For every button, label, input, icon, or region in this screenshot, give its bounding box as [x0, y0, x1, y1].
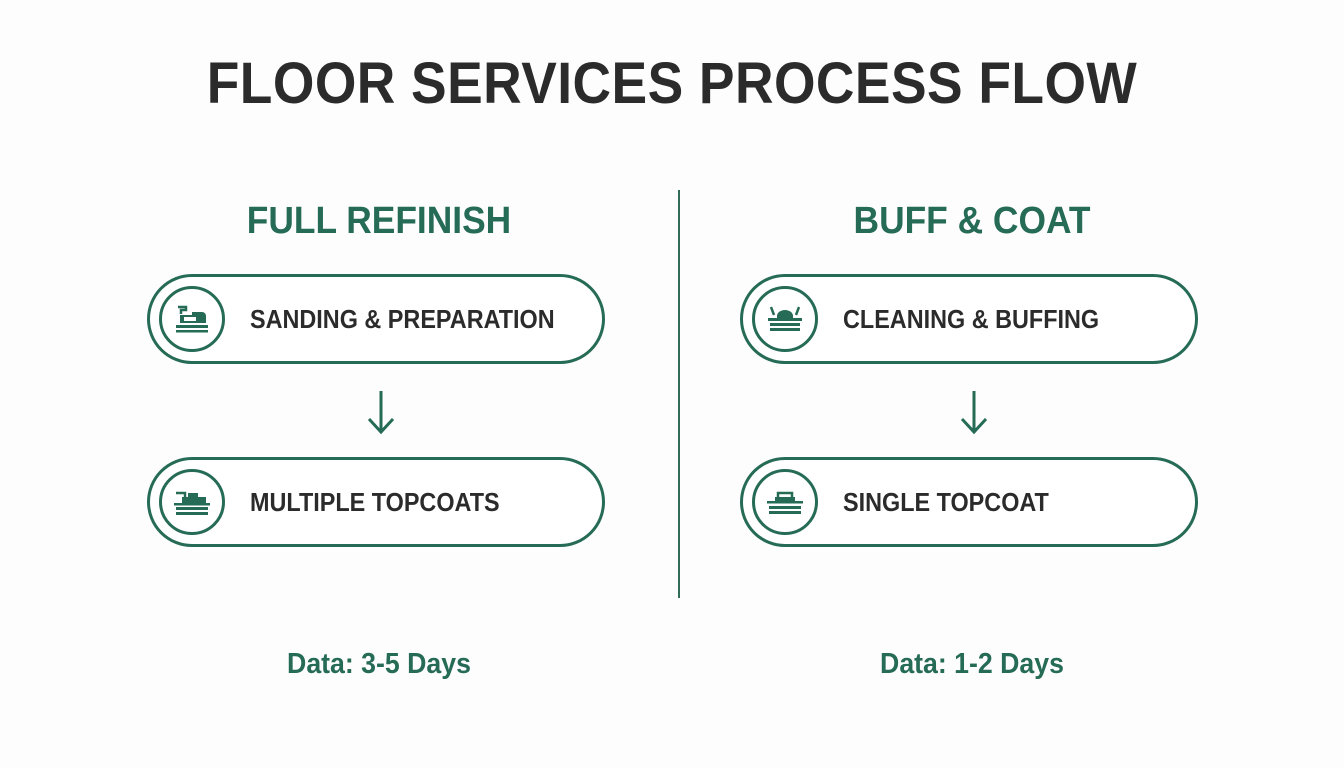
column-divider — [678, 190, 680, 598]
floor-buffer-icon — [752, 286, 818, 352]
down-arrow-icon — [367, 391, 395, 435]
step-label: SINGLE TOPCOAT — [843, 487, 1049, 517]
duration-label: Data: 3-5 Days — [287, 648, 471, 680]
floor-sander-icon — [159, 286, 225, 352]
step-sanding-preparation: SANDING & PREPARATION — [147, 274, 605, 364]
step-label: CLEANING & BUFFING — [843, 304, 1100, 334]
column-buff-coat: BUFF & COAT CLEANING & BUFFING — [740, 0, 1204, 768]
down-arrow-icon — [960, 391, 988, 435]
page-title: FLOOR SERVICES PROCESS FLOW — [206, 51, 1138, 116]
step-multiple-topcoats: MULTIPLE TOPCOATS — [147, 457, 605, 547]
column-full-refinish: FULL REFINISH SANDING & PREPARATION — [147, 0, 611, 768]
duration-label: Data: 1-2 Days — [880, 648, 1064, 680]
coating-machine-icon — [159, 469, 225, 535]
coating-machine-icon — [752, 469, 818, 535]
step-cleaning-buffing: CLEANING & BUFFING — [740, 274, 1198, 364]
step-label: SANDING & PREPARATION — [250, 304, 555, 334]
column-title: BUFF & COAT — [853, 200, 1091, 242]
step-label: MULTIPLE TOPCOATS — [250, 487, 500, 517]
step-single-topcoat: SINGLE TOPCOAT — [740, 457, 1198, 547]
column-title: FULL REFINISH — [246, 200, 512, 242]
